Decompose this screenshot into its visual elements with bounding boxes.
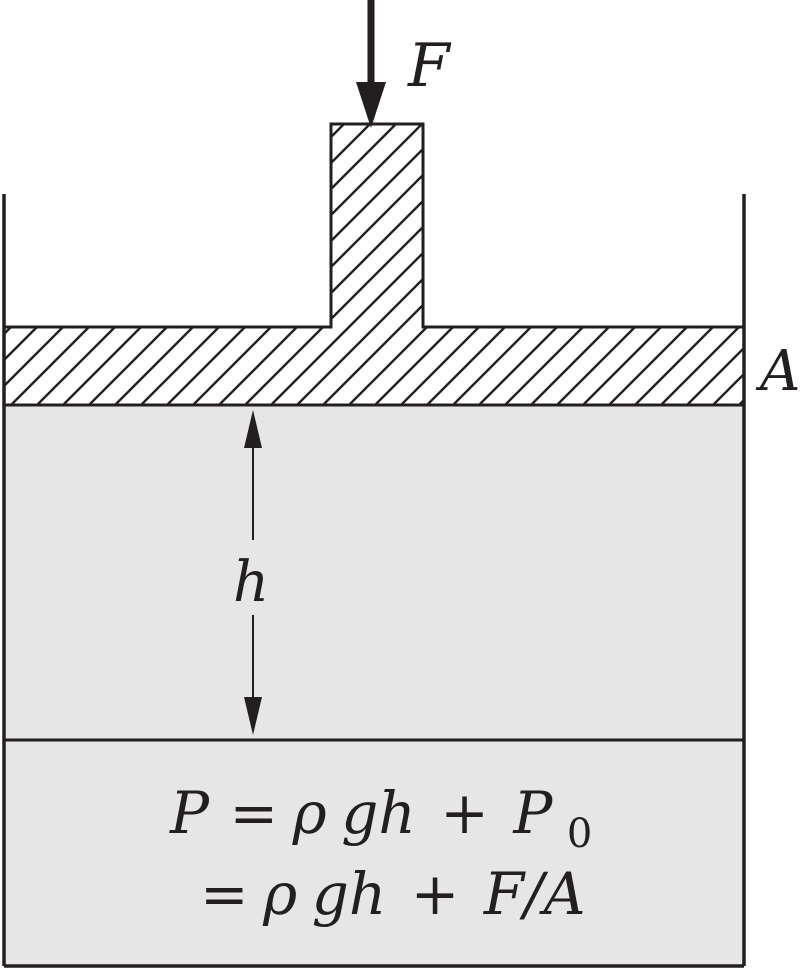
force-label: F [407,31,452,101]
eq1-p: P [169,779,210,847]
equation-line-2: = ρ gh + F/A [200,860,585,928]
pressure-equation: P = ρ gh + P 0 = ρ gh + F/A [169,779,592,928]
eq2-gh: gh [312,860,386,928]
eq2-equals: = [200,860,249,928]
eq2-plus: + [411,860,460,928]
equation-line-1: P = ρ gh + P 0 [169,779,592,857]
eq1-plus: + [440,779,489,847]
eq2-rho: ρ [262,860,297,928]
piston [2,122,746,407]
fluid-region [4,405,744,965]
area-label: A [755,339,800,404]
eq1-subscript: 0 [567,811,592,857]
eq1-equals: = [230,779,279,847]
height-label: h [233,550,269,615]
eq2-force-over-area: F/A [483,860,586,928]
force-arrow [356,0,386,128]
eq1-rho: ρ [292,779,327,847]
eq1-p0: P [512,779,553,847]
eq1-gh: gh [341,779,415,847]
height-dimension-arrow [244,410,262,735]
